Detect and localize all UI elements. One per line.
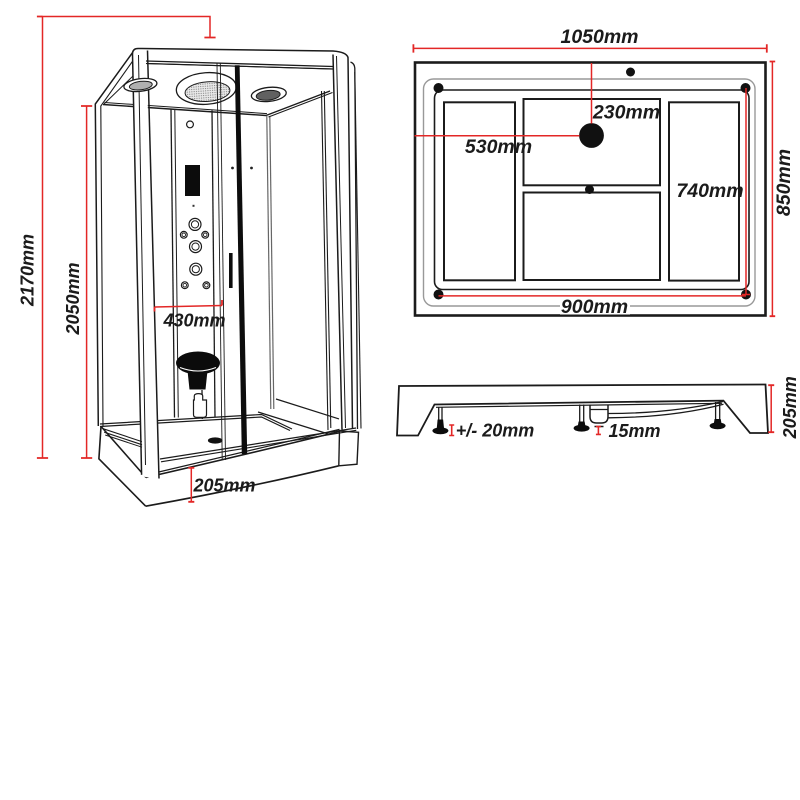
svg-text:2170mm: 2170mm — [18, 234, 38, 307]
svg-text:740mm: 740mm — [676, 180, 743, 202]
svg-text:900mm: 900mm — [561, 296, 628, 318]
svg-text:205mm: 205mm — [192, 475, 255, 495]
svg-text:230mm: 230mm — [592, 102, 660, 124]
svg-text:850mm: 850mm — [773, 149, 795, 216]
svg-text:15mm: 15mm — [608, 421, 660, 441]
svg-text:530mm: 530mm — [465, 136, 532, 158]
svg-text:+/- 20mm: +/- 20mm — [456, 420, 535, 440]
svg-text:1050mm: 1050mm — [560, 26, 638, 48]
svg-text:430mm: 430mm — [162, 310, 225, 330]
svg-text:205mm: 205mm — [780, 376, 800, 439]
svg-text:2050mm: 2050mm — [63, 262, 83, 335]
